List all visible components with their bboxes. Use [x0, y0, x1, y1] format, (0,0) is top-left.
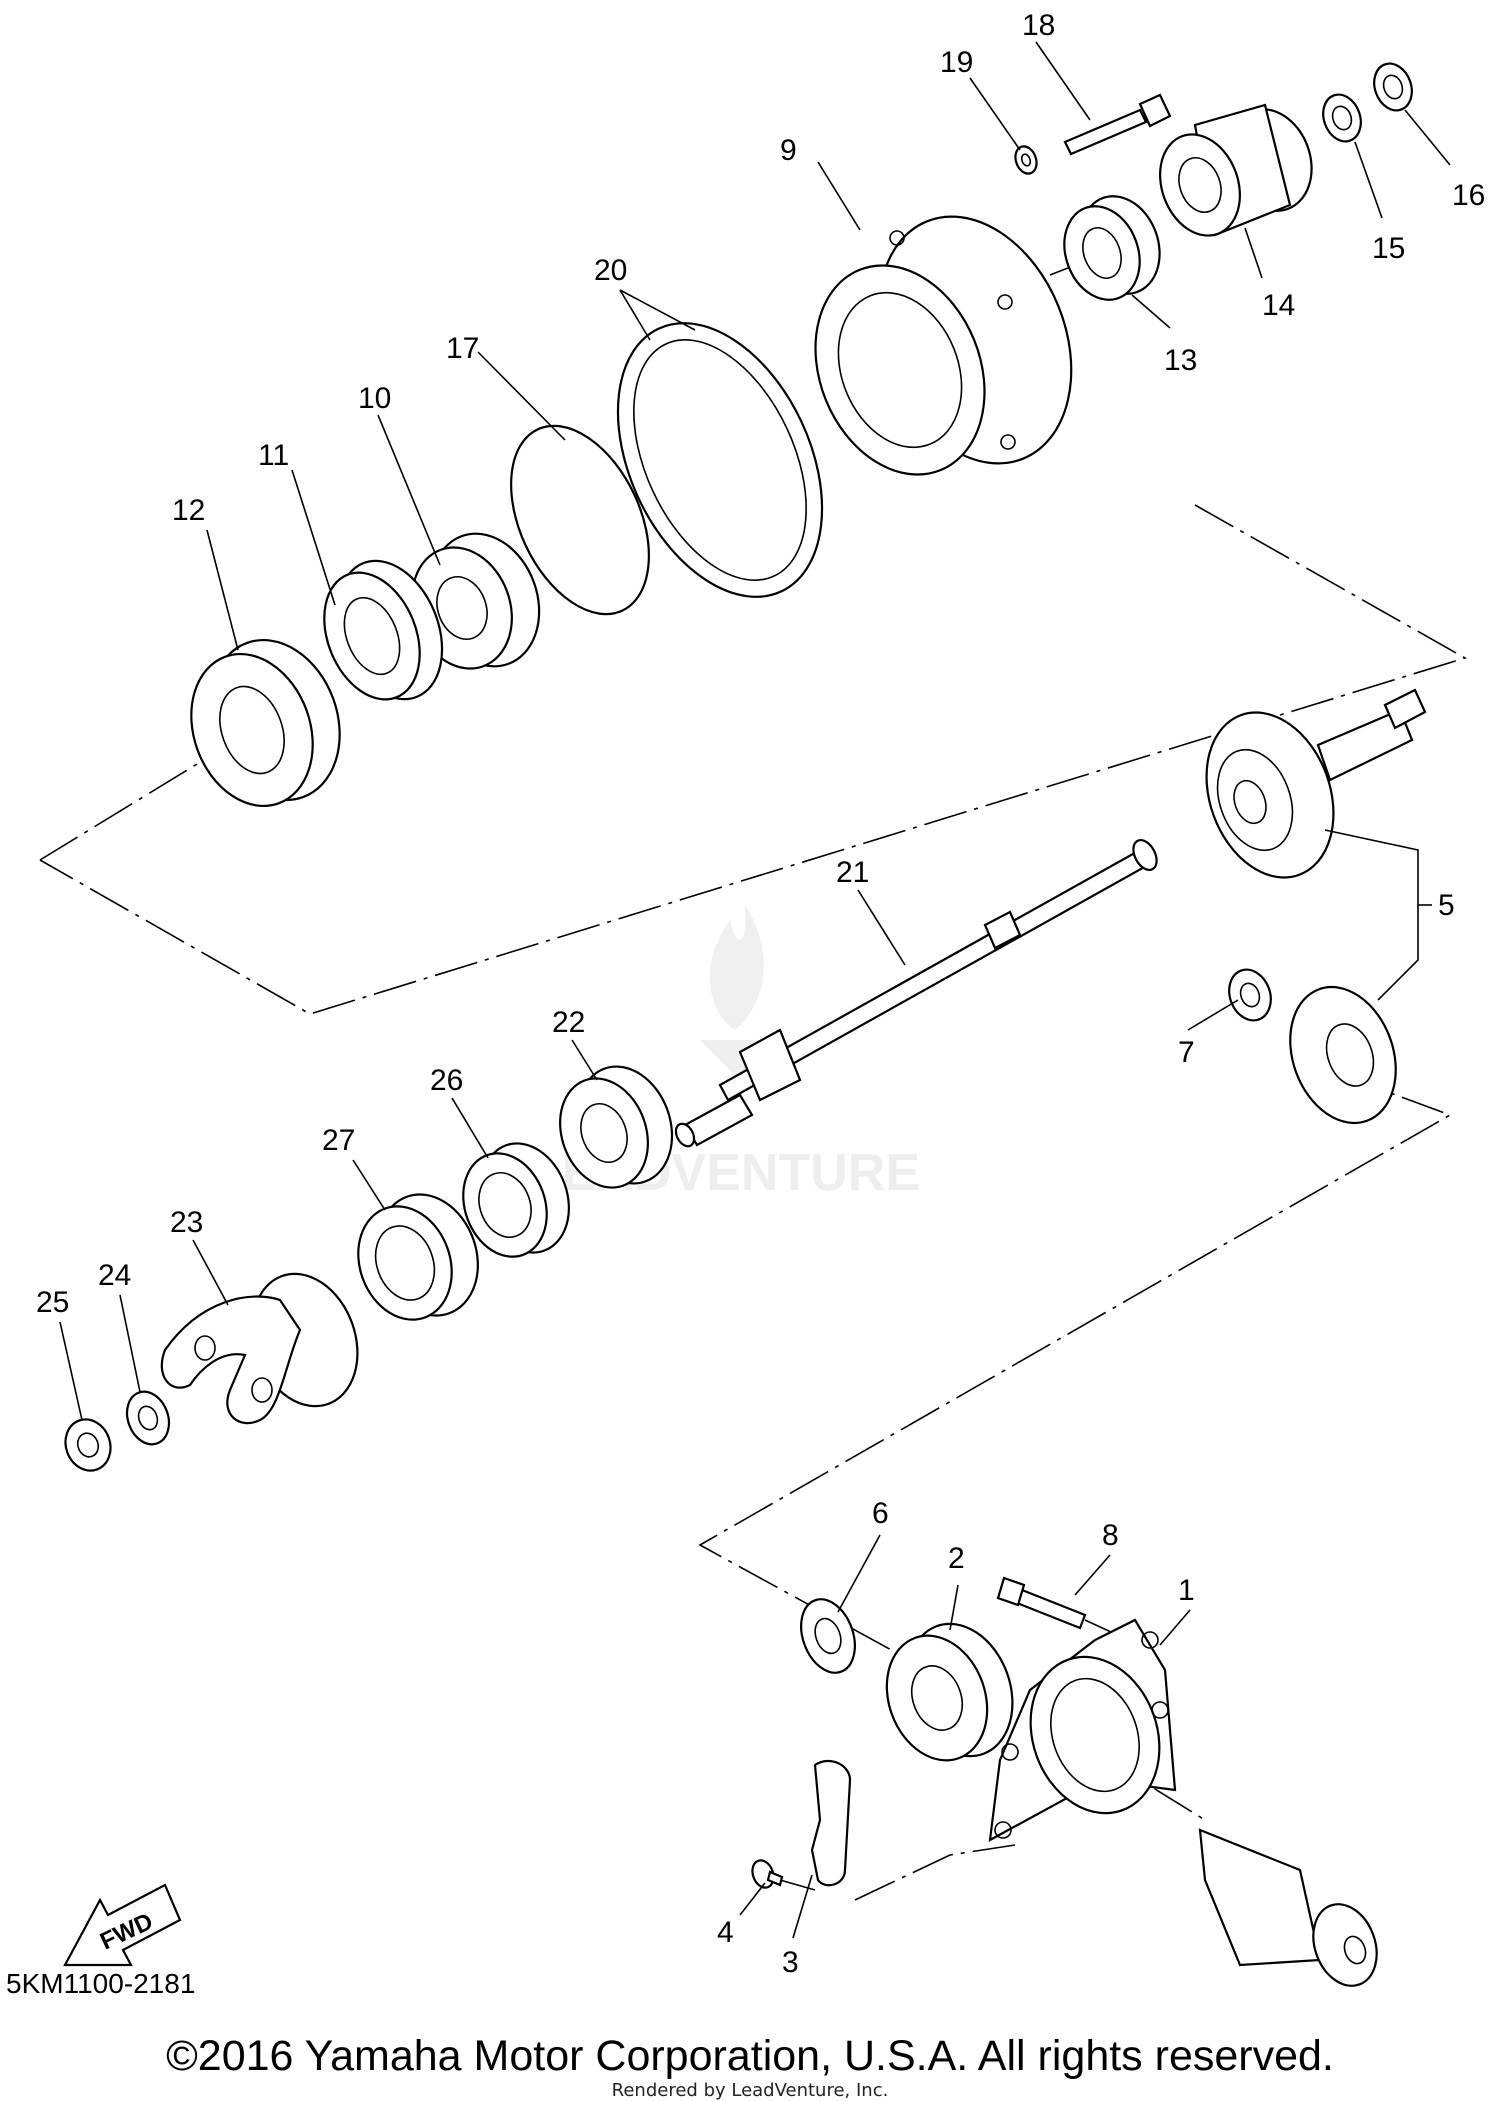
leader-22 — [571, 1039, 598, 1081]
pinion-shaft — [1198, 1828, 1378, 1987]
part-3-plate — [810, 1759, 852, 1887]
callout-17: 17 — [446, 332, 479, 365]
leader-26 — [451, 1097, 489, 1159]
leader-3 — [792, 1874, 813, 1939]
leader-14 — [1244, 227, 1263, 279]
callout-13: 13 — [1164, 344, 1197, 377]
part-5-gear-set — [1205, 688, 1427, 1125]
copyright-notice: ©2016 Yamaha Motor Corporation, U.S.A. A… — [166, 2032, 1334, 2080]
callout-1: 1 — [1178, 1574, 1195, 1607]
plate-align-line — [854, 1844, 1016, 1901]
callout-6: 6 — [872, 1497, 889, 1530]
leader-12 — [206, 529, 239, 651]
leader-9 — [817, 161, 861, 231]
callout-12: 12 — [172, 494, 205, 527]
callout-3: 3 — [782, 1946, 799, 1979]
part-20-shim — [616, 322, 824, 598]
callouts: 1 2 3 4 5 6 7 8 9 10 11 12 13 14 15 16 1… — [36, 9, 1485, 1979]
leader-8 — [1074, 1554, 1111, 1596]
leader-13 — [1131, 294, 1171, 329]
upper-axis-line — [39, 749, 221, 861]
leader-23 — [192, 1239, 229, 1306]
upper-alignment-frame — [39, 504, 1468, 1015]
diagram-code: 5KM1100-2181 — [6, 1968, 196, 1999]
leader-7 — [1187, 999, 1239, 1031]
leader-lines — [59, 41, 1451, 1939]
callout-2: 2 — [948, 1542, 965, 1575]
leader-24 — [119, 1294, 141, 1393]
callout-25: 25 — [36, 1286, 69, 1319]
callout-22: 22 — [552, 1006, 585, 1039]
lower-alignment-frame — [698, 1074, 1452, 1771]
part-6-shim — [800, 1598, 856, 1674]
part-19-washer — [1014, 145, 1038, 175]
leader-6 — [837, 1534, 881, 1613]
leader-15 — [1354, 141, 1383, 219]
callout-18: 18 — [1022, 9, 1055, 42]
part-25-nut — [64, 1418, 112, 1472]
callout-11: 11 — [258, 439, 289, 472]
leader-16 — [1404, 109, 1451, 166]
watermark-flame-icon — [709, 905, 764, 1030]
leader-21 — [857, 889, 906, 966]
part-8-bolt — [996, 1576, 1087, 1630]
leader-19 — [969, 77, 1021, 151]
part-17-o-ring — [510, 424, 650, 616]
part-13-bearing — [1063, 195, 1161, 301]
callout-7: 7 — [1178, 1036, 1195, 1069]
leader-27 — [352, 1159, 386, 1211]
callout-24: 24 — [98, 1259, 131, 1292]
callout-23: 23 — [170, 1206, 203, 1239]
part-22-bearing — [559, 1065, 674, 1189]
callout-20: 20 — [594, 254, 627, 287]
part-1-housing — [988, 1618, 1177, 1842]
part-18-bolt — [1063, 93, 1172, 156]
part-27-oil-seal — [357, 1193, 479, 1321]
leader-18 — [1035, 41, 1091, 121]
callout-5: 5 — [1438, 889, 1455, 922]
leader-5-bracket — [1324, 829, 1419, 1001]
callout-16: 16 — [1452, 179, 1485, 212]
callout-8: 8 — [1102, 1519, 1119, 1552]
callout-4: 4 — [717, 1916, 734, 1949]
part-7-nut — [1228, 968, 1272, 1022]
callout-26: 26 — [430, 1064, 463, 1097]
leader-20 — [619, 289, 696, 341]
part-16-nut — [1373, 62, 1413, 112]
callout-27: 27 — [322, 1124, 355, 1157]
part-9-bearing-housing — [814, 215, 1073, 476]
callout-19: 19 — [940, 46, 973, 79]
part-23-yoke — [160, 1272, 359, 1425]
fwd-arrow-icon: FWD — [63, 1883, 182, 1967]
callout-21: 21 — [836, 856, 869, 889]
part-11-lock-nut — [323, 559, 444, 701]
callout-9: 9 — [780, 134, 797, 167]
screw-align-line — [779, 1879, 816, 1891]
rendered-by-credit: Rendered by LeadVenture, Inc. — [611, 2080, 889, 2101]
callout-14: 14 — [1262, 289, 1295, 322]
part-21-drive-shaft — [674, 839, 1158, 1148]
part-4-screw — [751, 1859, 784, 1889]
leader-17 — [477, 351, 566, 441]
part-24-washer — [125, 1390, 171, 1446]
part-14-coupling — [1159, 103, 1313, 237]
callout-10: 10 — [358, 382, 391, 415]
leader-4 — [739, 1882, 766, 1916]
part-15-washer — [1322, 93, 1362, 143]
leader-10 — [377, 414, 441, 566]
leader-1 — [1159, 1609, 1191, 1646]
leader-25 — [59, 1321, 83, 1421]
part-2-bearing — [885, 1622, 1014, 1762]
leader-2 — [949, 1584, 959, 1631]
part-12-oil-seal — [190, 638, 341, 808]
leader-11 — [291, 469, 336, 606]
callout-15: 15 — [1372, 232, 1405, 265]
